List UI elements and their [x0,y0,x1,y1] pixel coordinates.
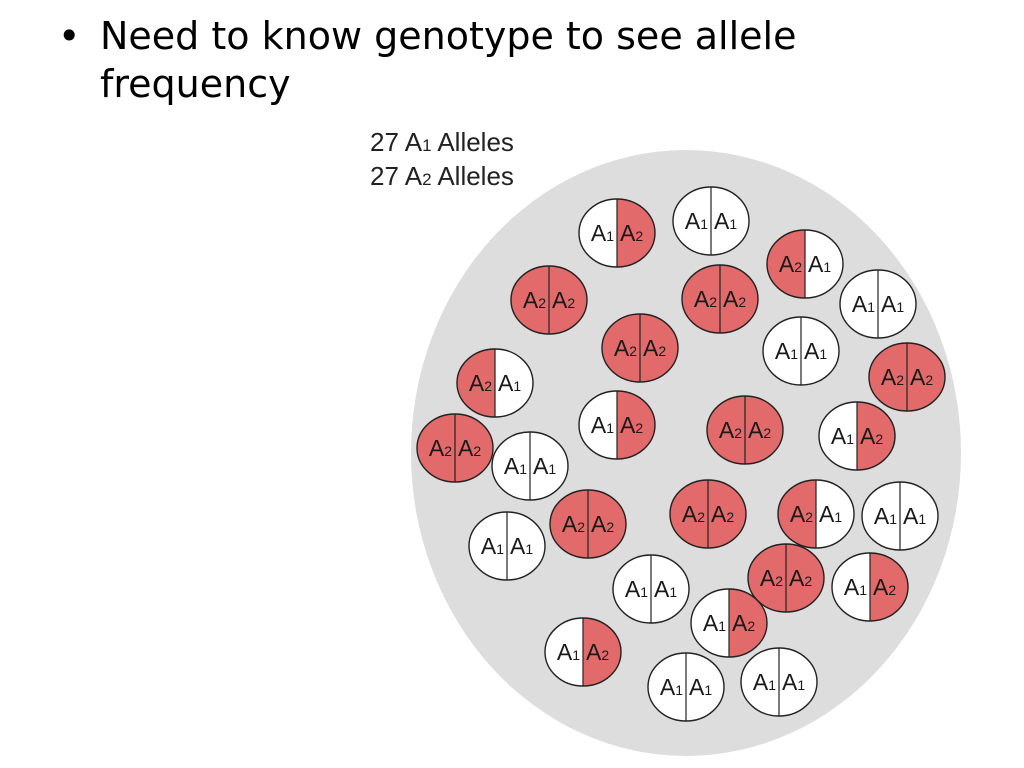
a1-count-sub: 1 [422,136,432,155]
bullet-marker: • [58,14,81,58]
a2-count-word: Alleles [437,161,514,191]
a2-allele-count: 27 A2 Alleles [370,160,514,196]
bullet-text: Need to know genotype to see allele freq… [100,14,797,106]
a1-allele-count: 27 A1 Alleles [370,126,514,162]
a1-count-word: Alleles [437,127,514,157]
a2-count-letter: A [404,161,423,191]
a2-count-sub: 2 [422,170,432,189]
a2-count-number: 27 [370,161,399,191]
a1-count-letter: A [404,127,423,157]
a1-count-number: 27 [370,127,399,157]
